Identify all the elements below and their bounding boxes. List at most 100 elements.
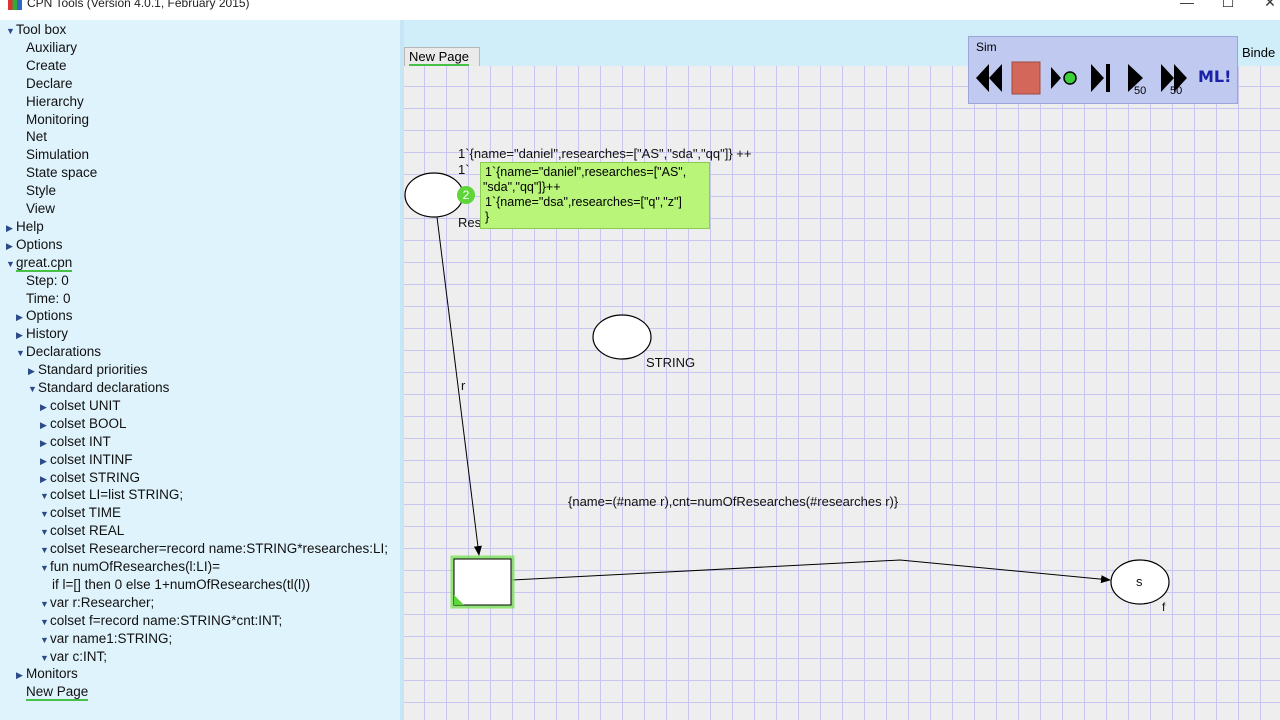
toolbox-row-colset-string[interactable]: ▶colset STRING <box>40 469 140 487</box>
toolbox-row-colset-real[interactable]: ▼colset REAL <box>40 522 124 540</box>
token-count-badge[interactable]: 2 <box>457 186 475 204</box>
toolbox-row-tool-box[interactable]: ▼Tool box <box>6 21 66 39</box>
toolbox-row-colset-time[interactable]: ▼colset TIME <box>40 504 121 522</box>
tab-new-page[interactable]: New Page <box>404 47 480 66</box>
expanded-triangle-icon[interactable]: ▼ <box>40 563 49 573</box>
collapsed-triangle-icon[interactable]: ▶ <box>16 330 23 341</box>
toolbox-row-if-l-then-0-else-1-numofresearches-tl-l[interactable]: if l=[] then 0 else 1+numOfResearches(tl… <box>52 576 310 594</box>
collapsed-triangle-icon[interactable]: ▶ <box>28 366 35 377</box>
play-single-transition-icon[interactable] <box>1046 57 1080 99</box>
toolbox-row-declarations[interactable]: ▼Declarations <box>16 343 101 361</box>
collapsed-triangle-icon[interactable]: ▶ <box>40 455 47 466</box>
arc-inscription-r[interactable]: r <box>461 378 466 393</box>
toolbox-row-simulation[interactable]: Simulation <box>26 146 89 164</box>
toolbox-row-net[interactable]: Net <box>26 128 47 146</box>
toolbox-row-label: colset BOOL <box>50 415 127 431</box>
collapsed-triangle-icon[interactable]: ▶ <box>16 312 23 323</box>
toolbox-row-state-space[interactable]: State space <box>26 164 97 182</box>
expanded-triangle-icon[interactable]: ▼ <box>40 527 49 538</box>
place-s-type[interactable]: f <box>1162 600 1166 614</box>
expanded-triangle-icon[interactable]: ▼ <box>40 491 49 502</box>
toolbox-row-label: fun numOfResearches(l:LI)= <box>50 559 220 574</box>
collapsed-triangle-icon[interactable]: ▶ <box>40 401 47 412</box>
expanded-triangle-icon[interactable]: ▼ <box>16 348 25 359</box>
toolbox-row-label: colset INT <box>50 433 111 449</box>
toolbox-row-colset-researcher-record-name-string-researches-li[interactable]: ▼colset Researcher=record name:STRING*re… <box>40 540 388 558</box>
collapsed-triangle-icon[interactable]: ▶ <box>40 473 47 484</box>
collapsed-triangle-icon[interactable]: ▶ <box>6 222 13 233</box>
toolbox-row-colset-f-record-name-string-cnt-int[interactable]: ▼colset f=record name:STRING*cnt:INT; <box>40 612 282 630</box>
minimize-button[interactable]: — <box>1180 0 1194 10</box>
toolbox-row-standard-priorities[interactable]: ▶Standard priorities <box>28 361 148 379</box>
rewind-icon[interactable] <box>972 57 1006 99</box>
collapsed-triangle-icon[interactable]: ▶ <box>6 240 13 251</box>
collapsed-triangle-icon[interactable]: ▶ <box>16 670 23 681</box>
toolbox-row-label: var name1:STRING; <box>50 630 173 646</box>
maximize-button[interactable]: ☐ <box>1221 0 1235 10</box>
toolbox-row-time-0[interactable]: Time: 0 <box>26 290 71 308</box>
toolbox-row-view[interactable]: View <box>26 200 55 218</box>
toolbox-row-options[interactable]: ▶Options <box>6 236 63 254</box>
toolbox-row-var-r-researcher[interactable]: ▼var r:Researcher; <box>40 594 154 612</box>
expanded-triangle-icon[interactable]: ▼ <box>40 545 49 556</box>
toolbox-row-colset-bool[interactable]: ▶colset BOOL <box>40 415 127 433</box>
toolbox-row-monitoring[interactable]: Monitoring <box>26 111 89 129</box>
toolbox-row-history[interactable]: ▶History <box>16 325 68 343</box>
expanded-triangle-icon[interactable]: ▼ <box>40 509 49 520</box>
toolbox-row-colset-intinf[interactable]: ▶colset INTINF <box>40 451 133 469</box>
expanded-triangle-icon[interactable]: ▼ <box>40 634 49 645</box>
stop-icon[interactable] <box>1009 57 1043 99</box>
string-place-type[interactable]: STRING <box>646 355 696 370</box>
toolbox-row-standard-declarations[interactable]: ▼Standard declarations <box>28 379 169 397</box>
expanded-triangle-icon[interactable]: ▼ <box>40 652 49 663</box>
toolbox-row-declare[interactable]: Declare <box>26 75 73 93</box>
toolbox-row-create[interactable]: Create <box>26 57 67 75</box>
toolbox-row-label: Options <box>26 308 73 324</box>
expanded-triangle-icon[interactable]: ▼ <box>40 598 49 609</box>
toolbox-row-auxiliary[interactable]: Auxiliary <box>26 39 77 57</box>
sim-tool-palette[interactable]: Sim 50 50 ML! <box>968 36 1238 104</box>
toolbox-row-help[interactable]: ▶Help <box>6 218 44 236</box>
toolbox-row-label: Simulation <box>26 147 90 163</box>
window-title-bar: CPN Tools (Version 4.0.1, February 2015)… <box>0 0 1280 20</box>
window-title: CPN Tools (Version 4.0.1, February 2015) <box>27 0 250 10</box>
expanded-triangle-icon[interactable]: ▼ <box>6 26 15 36</box>
toolbox-row-step-0[interactable]: Step: 0 <box>26 272 69 290</box>
play-50-label: 50 <box>1134 85 1147 97</box>
toolbox-row-new-page[interactable]: New Page <box>26 683 89 702</box>
expanded-triangle-icon[interactable]: ▼ <box>40 616 49 627</box>
toolbox-row-var-name1-string[interactable]: ▼var name1:STRING; <box>40 630 172 648</box>
toolbox-row-hierarchy[interactable]: Hierarchy <box>26 93 84 111</box>
toolbox-row-monitors[interactable]: ▶Monitors <box>16 665 78 683</box>
toolbox-row-options[interactable]: ▶Options <box>16 307 73 325</box>
collapsed-triangle-icon[interactable]: ▶ <box>40 419 47 430</box>
toolbox-row-colset-li-list-string[interactable]: ▼colset LI=list STRING; <box>40 486 183 504</box>
play-50-icon[interactable]: 50 <box>1120 57 1154 99</box>
collapsed-triangle-icon[interactable]: ▶ <box>40 437 47 448</box>
toolbox-row-var-c-int[interactable]: ▼var c:INT; <box>40 648 107 666</box>
expanded-triangle-icon[interactable]: ▼ <box>6 258 15 269</box>
arc-expression[interactable]: {name=(#name r),cnt=numOfResearches(#res… <box>568 494 899 509</box>
toolbox-row-label: Create <box>26 57 67 73</box>
expanded-triangle-icon[interactable]: ▼ <box>28 384 37 394</box>
current-marking-bubble[interactable]: 1`{name="daniel",researches=["AS", "sda"… <box>480 162 710 229</box>
toolbox-row-label: Time: 0 <box>26 290 71 306</box>
close-button[interactable]: ✕ <box>1264 0 1276 10</box>
toolbox-row-style[interactable]: Style <box>26 182 56 200</box>
initial-marking-line2[interactable]: 1` <box>458 162 470 177</box>
panel-divider[interactable] <box>400 20 404 720</box>
place-s-name[interactable]: s <box>1136 574 1143 589</box>
step-icon[interactable] <box>1083 57 1117 99</box>
tab-new-page-label: New Page <box>409 49 469 66</box>
place-type-label[interactable]: Res <box>458 215 482 230</box>
toolbox-row-colset-unit[interactable]: ▶colset UNIT <box>40 397 121 415</box>
toolbox-row-great-cpn[interactable]: ▼great.cpn <box>6 254 73 272</box>
toolbox-row-fun-numofresearches-l-li[interactable]: ▼fun numOfResearches(l:LI)= <box>40 558 220 576</box>
ml-evaluate-icon[interactable]: ML! <box>1196 57 1231 99</box>
toolbox-row-colset-int[interactable]: ▶colset INT <box>40 433 111 451</box>
toolbox-row-label: colset STRING <box>50 469 141 485</box>
tab-binder[interactable]: Binde <box>1242 45 1276 60</box>
fast-forward-50-icon[interactable]: 50 <box>1157 57 1191 99</box>
initial-marking-line1[interactable]: 1`{name="daniel",researches=["AS","sda",… <box>458 146 752 161</box>
